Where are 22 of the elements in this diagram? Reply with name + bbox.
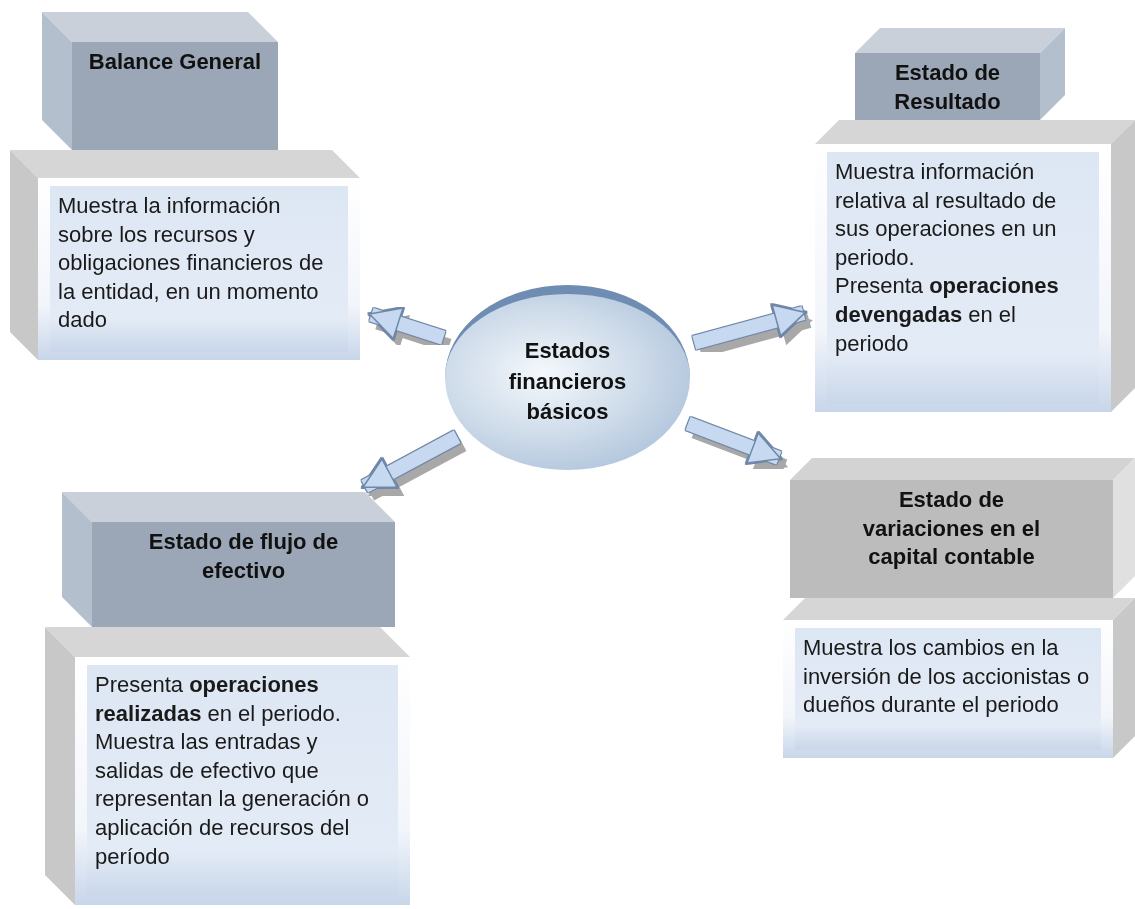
block-title: Estado de Resultado: [893, 59, 1002, 116]
title-block: [42, 12, 278, 150]
block-arrow: [685, 416, 782, 465]
title-block: [855, 28, 1065, 120]
description-text: Presenta operaciones devengadas en el periodo: [835, 272, 1060, 358]
description-block: [10, 150, 360, 360]
block-title: Estado de variaciones en el capital contable: [861, 486, 1042, 572]
description-block: [45, 627, 410, 905]
block-title: Balance General: [88, 48, 262, 76]
description-block: [815, 120, 1135, 412]
title-block: [790, 458, 1135, 598]
block-arrow: [692, 304, 807, 350]
description-block: [783, 598, 1135, 758]
description-text: Muestra información relativa al resultado de sus operaciones en un periodo.: [835, 158, 1058, 272]
description-text: Presenta operaciones realizadas en el periodo. Muestra las entradas y salidas de efectivo que representan la generación o aplicación de recursos del período: [95, 671, 370, 871]
center-title: Estados financieros básicos: [507, 336, 628, 427]
title-block: [62, 492, 395, 627]
description-text: Muestra los cambios en la inversión de los accionistas o dueños durante el periodo: [803, 634, 1091, 720]
block-arrow: [368, 307, 446, 345]
block-arrow: [361, 430, 461, 493]
block-title: Estado de flujo de efectivo: [147, 528, 340, 585]
description-text: Muestra la información sobre los recursos y obligaciones financieros de la entidad, en un momento dado: [58, 192, 325, 335]
